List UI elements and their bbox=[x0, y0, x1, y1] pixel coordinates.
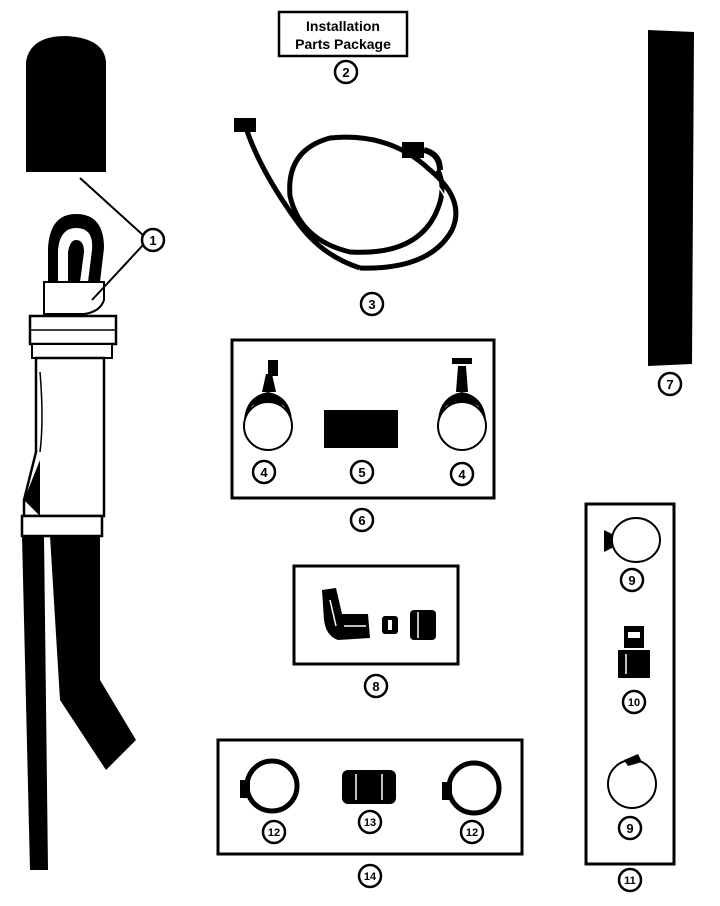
callout-14: 14 bbox=[357, 863, 383, 889]
svg-text:12: 12 bbox=[268, 827, 280, 839]
installation-parts-package-box: Installation Parts Package bbox=[277, 10, 409, 58]
svg-text:12: 12 bbox=[466, 827, 478, 839]
drain-hose-assembly bbox=[20, 214, 136, 870]
callout-12-left: 12 bbox=[261, 819, 287, 845]
callout-9-top: 9 bbox=[619, 567, 645, 593]
title-line-2: Parts Package bbox=[295, 36, 391, 52]
hose-clamp-9-top bbox=[604, 517, 661, 563]
callout-11: 11 bbox=[617, 867, 643, 893]
callout-6: 6 bbox=[349, 507, 375, 533]
hose-clamp-12-right bbox=[442, 760, 502, 816]
svg-text:9: 9 bbox=[628, 573, 635, 588]
svg-text:9: 9 bbox=[626, 821, 633, 836]
hose-clamp-9-bottom bbox=[607, 754, 657, 809]
svg-text:1: 1 bbox=[149, 233, 156, 248]
svg-text:8: 8 bbox=[372, 679, 379, 694]
callout-4-left: 4 bbox=[251, 459, 277, 485]
callout-12-right: 12 bbox=[459, 819, 485, 845]
svg-text:4: 4 bbox=[458, 467, 466, 482]
callout-1-leaders bbox=[79, 177, 145, 301]
drain-parts-box bbox=[584, 502, 676, 866]
svg-text:4: 4 bbox=[260, 465, 268, 480]
callout-3: 3 bbox=[359, 291, 385, 317]
svg-text:2: 2 bbox=[342, 65, 349, 80]
svg-text:10: 10 bbox=[628, 697, 640, 709]
adhesive-pad bbox=[324, 410, 398, 448]
callout-1: 1 bbox=[140, 227, 166, 253]
compression-nut bbox=[410, 610, 436, 640]
fill-hose bbox=[234, 118, 459, 271]
svg-text:3: 3 bbox=[368, 297, 375, 312]
svg-text:7: 7 bbox=[666, 377, 673, 392]
hose-coupling bbox=[342, 770, 396, 804]
callout-8: 8 bbox=[363, 673, 389, 699]
callout-2: 2 bbox=[333, 59, 359, 85]
drain-coupling bbox=[618, 626, 650, 678]
svg-text:11: 11 bbox=[624, 875, 636, 887]
callout-5: 5 bbox=[349, 459, 375, 485]
hose-clamp-left bbox=[243, 360, 293, 451]
svg-text:14: 14 bbox=[364, 871, 377, 883]
callout-13: 13 bbox=[357, 809, 383, 835]
callout-7: 7 bbox=[657, 371, 683, 397]
svg-text:6: 6 bbox=[358, 513, 365, 528]
ferrule bbox=[382, 616, 398, 634]
callout-9-bottom: 9 bbox=[617, 815, 643, 841]
title-line-1: Installation bbox=[306, 18, 380, 34]
svg-text:5: 5 bbox=[358, 465, 365, 480]
svg-text:13: 13 bbox=[364, 817, 376, 829]
insulation-strip bbox=[648, 30, 694, 366]
callout-10: 10 bbox=[621, 689, 647, 715]
hose-clamp-12-left bbox=[240, 758, 300, 814]
hose-clamp-right bbox=[437, 358, 487, 451]
callout-4-right: 4 bbox=[449, 461, 475, 487]
elbow-fitting-box bbox=[292, 564, 460, 666]
elbow-fitting bbox=[322, 588, 370, 640]
drain-hose-cap bbox=[26, 36, 106, 172]
